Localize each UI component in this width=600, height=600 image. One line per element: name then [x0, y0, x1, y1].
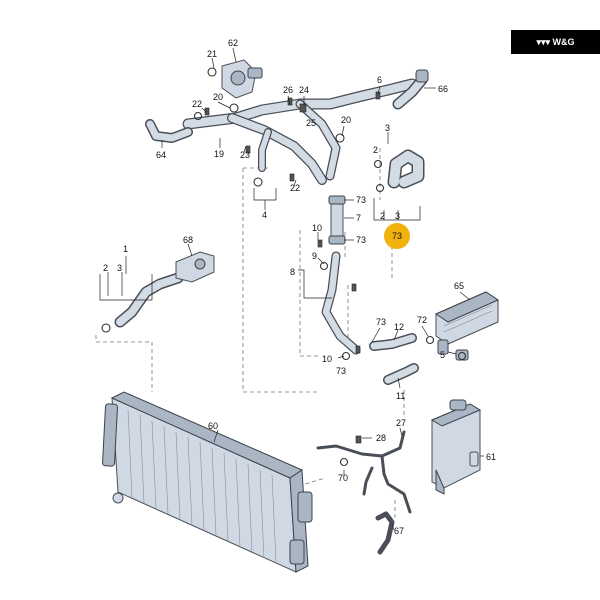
callout-6[interactable]: 6 — [377, 75, 382, 85]
callout-27[interactable]: 27 — [396, 418, 406, 428]
hose-12-part[interactable] — [369, 333, 417, 351]
callout-5[interactable]: 5 — [440, 350, 445, 360]
callout-2-left[interactable]: 2 — [103, 263, 108, 273]
callout-numbers: 21 62 6 66 26 24 20 22 25 20 3 64 19 23 … — [103, 38, 496, 536]
callout-8[interactable]: 8 — [290, 267, 295, 277]
assembly-guide-lines — [95, 148, 405, 520]
brand-logo-badge: ▾▾▾ W&G — [511, 30, 600, 54]
hose-66-part[interactable] — [392, 69, 429, 110]
callout-3-left[interactable]: 3 — [117, 263, 122, 273]
highlight-marker-73[interactable]: 73 — [384, 223, 410, 249]
callout-68[interactable]: 68 — [183, 235, 193, 245]
connector-tube-7-part[interactable] — [328, 195, 346, 245]
callout-22-upper[interactable]: 22 — [192, 99, 202, 109]
upper-coolant-pipe-assembly[interactable] — [182, 78, 418, 185]
callout-66[interactable]: 66 — [438, 84, 448, 94]
callout-60[interactable]: 60 — [208, 421, 218, 431]
bolts — [204, 91, 381, 444]
callout-9[interactable]: 9 — [312, 251, 317, 261]
callout-leader-lines — [99, 47, 484, 531]
callout-67[interactable]: 67 — [394, 526, 404, 536]
bleed-line-27-part[interactable] — [316, 430, 412, 555]
callout-7[interactable]: 7 — [356, 213, 361, 223]
highlight-circle[interactable] — [384, 223, 410, 249]
callout-72[interactable]: 72 — [417, 315, 427, 325]
callout-1[interactable]: 1 — [123, 244, 128, 254]
callout-24[interactable]: 24 — [299, 85, 309, 95]
radiator-fins — [127, 409, 277, 564]
hose-64-part[interactable] — [145, 119, 193, 143]
callout-3-right[interactable]: 3 — [395, 211, 400, 221]
callout-2-upper[interactable]: 2 — [373, 145, 378, 155]
callout-73-top[interactable]: 73 — [356, 195, 366, 205]
callout-65[interactable]: 65 — [454, 281, 464, 291]
callout-28[interactable]: 28 — [376, 433, 386, 443]
callout-61[interactable]: 61 — [486, 452, 496, 462]
hose-1-part[interactable] — [114, 272, 184, 328]
callout-4[interactable]: 4 — [262, 210, 267, 220]
callout-10-lower[interactable]: 10 — [322, 354, 332, 364]
callout-2-right[interactable]: 2 — [380, 211, 385, 221]
radiator-part[interactable] — [102, 391, 313, 573]
callout-73-hose[interactable]: 73 — [376, 317, 386, 327]
callout-70[interactable]: 70 — [338, 473, 348, 483]
callout-26[interactable]: 26 — [283, 85, 293, 95]
brand-logo-text: W&G — [552, 37, 575, 47]
expansion-tank-part[interactable] — [430, 399, 482, 495]
callout-25[interactable]: 25 — [306, 118, 316, 128]
callout-12[interactable]: 12 — [394, 322, 404, 332]
thermostat-housing-part[interactable] — [221, 59, 263, 99]
callout-10-upper[interactable]: 10 — [312, 223, 322, 233]
curved-hose-upper-right-part[interactable] — [387, 149, 425, 189]
hose-11-part[interactable] — [383, 363, 419, 385]
highlight-label: 73 — [392, 231, 402, 241]
brand-logo-mark: ▾▾▾ — [536, 37, 553, 47]
flange-68-part[interactable] — [175, 251, 215, 283]
callout-21[interactable]: 21 — [207, 49, 217, 59]
callout-19[interactable]: 19 — [214, 149, 224, 159]
callout-11[interactable]: 11 — [396, 391, 405, 401]
oil-cooler-part[interactable] — [434, 291, 500, 361]
callout-64[interactable]: 64 — [156, 150, 166, 160]
callout-20-upper[interactable]: 20 — [213, 92, 223, 102]
callout-73-mid[interactable]: 73 — [356, 235, 366, 245]
callout-3-upper[interactable]: 3 — [385, 123, 390, 133]
callout-23[interactable]: 23 — [240, 150, 250, 160]
lower-coolant-pipe-part[interactable] — [321, 251, 361, 355]
o-rings — [101, 67, 467, 467]
callout-20-right[interactable]: 20 — [341, 115, 351, 125]
callout-73-lower[interactable]: 73 — [336, 366, 346, 376]
callout-22-lower[interactable]: 22 — [290, 183, 300, 193]
callout-62[interactable]: 62 — [228, 38, 238, 48]
